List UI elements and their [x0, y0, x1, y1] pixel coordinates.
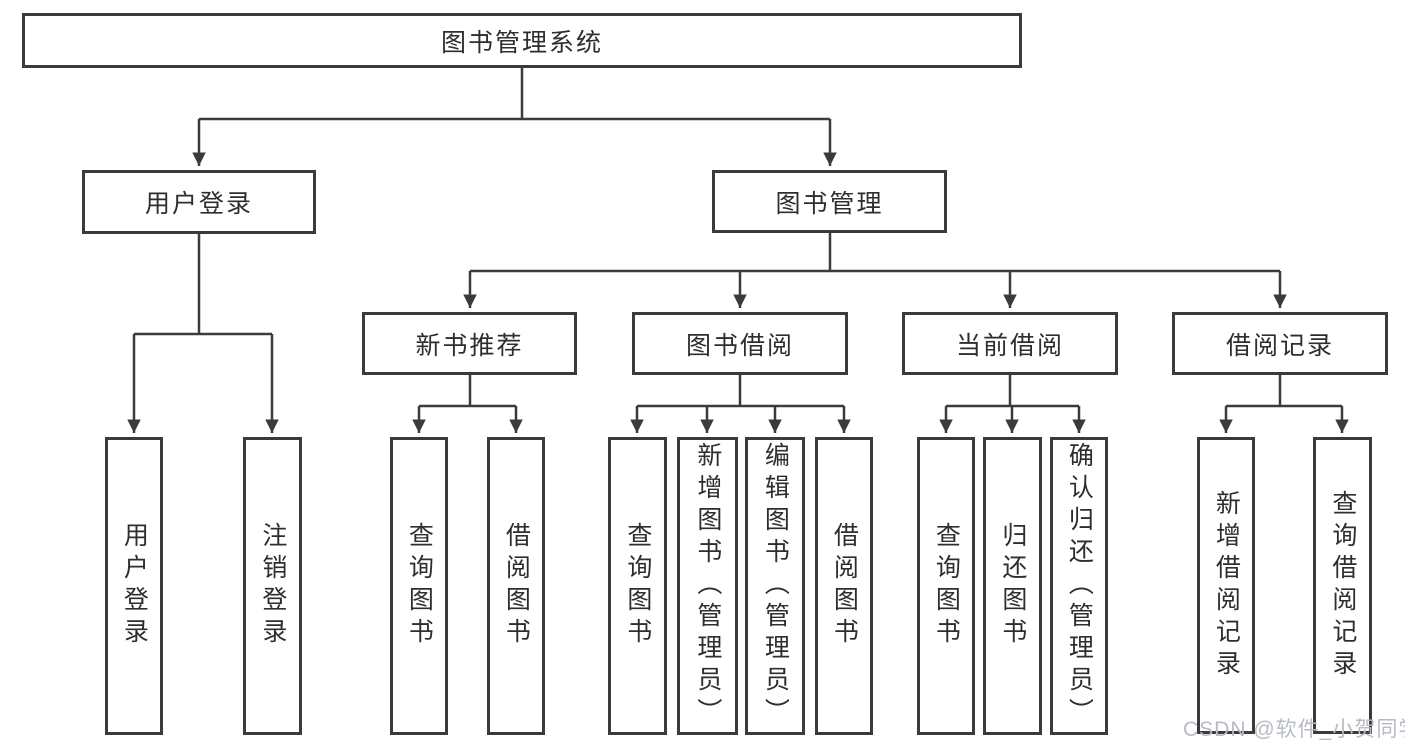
node-root: 图书管理系统 [22, 13, 1022, 68]
leaf-user-login: 用户登录 [105, 437, 163, 735]
node-new-book-recommend: 新书推荐 [362, 312, 577, 375]
leaf-add-borrow-record-label: 新增借阅记录 [1212, 489, 1241, 682]
leaf-query-books-3-label: 查询图书 [932, 522, 961, 650]
node-book-management-label: 图书管理 [775, 189, 884, 218]
leaf-confirm-return-admin: 确认归还（管理员） [1050, 437, 1108, 735]
node-current-borrow-label: 当前借阅 [955, 331, 1064, 360]
leaf-add-books-admin-label: 新增图书（管理员） [693, 442, 722, 730]
leaf-query-borrow-record: 查询借阅记录 [1313, 437, 1372, 734]
node-borrow-records-label: 借阅记录 [1225, 331, 1334, 360]
node-new-book-recommend-label: 新书推荐 [415, 331, 524, 360]
node-user-login-label: 用户登录 [144, 190, 253, 218]
node-root-label: 图书管理系统 [440, 28, 603, 57]
leaf-query-borrow-record-label: 查询借阅记录 [1328, 489, 1357, 682]
node-borrow-records: 借阅记录 [1172, 312, 1388, 375]
leaf-confirm-return-admin-label: 确认归还（管理员） [1065, 442, 1094, 730]
connector-spines [134, 68, 1342, 408]
leaf-query-books-3: 查询图书 [917, 437, 975, 735]
node-current-borrow: 当前借阅 [902, 312, 1118, 375]
leaf-logout-label: 注销登录 [258, 522, 287, 650]
leaf-query-books-1: 查询图书 [390, 437, 448, 735]
leaf-borrow-books-1: 借阅图书 [487, 437, 545, 735]
leaf-logout: 注销登录 [243, 437, 302, 735]
leaf-query-books-2-label: 查询图书 [623, 522, 652, 650]
leaf-query-books-1-label: 查询图书 [405, 522, 434, 650]
leaf-edit-books-admin-label: 编辑图书（管理员） [761, 442, 790, 730]
leaf-edit-books-admin: 编辑图书（管理员） [745, 437, 805, 735]
leaf-query-books-2: 查询图书 [608, 437, 667, 735]
leaf-borrow-books-1-label: 借阅图书 [502, 522, 531, 650]
leaf-borrow-books-2-label: 借阅图书 [830, 522, 859, 650]
leaf-return-books: 归还图书 [983, 437, 1042, 735]
leaf-add-borrow-record: 新增借阅记录 [1197, 437, 1255, 734]
leaf-borrow-books-2: 借阅图书 [815, 437, 873, 735]
node-book-borrow: 图书借阅 [632, 312, 848, 375]
watermark: CSDN @软件_小贺同学 [1183, 718, 1405, 741]
node-user-login: 用户登录 [82, 170, 316, 234]
leaf-add-books-admin: 新增图书（管理员） [677, 437, 738, 735]
leaf-return-books-label: 归还图书 [998, 522, 1027, 650]
node-book-management: 图书管理 [712, 170, 947, 233]
leaf-user-login-label: 用户登录 [120, 522, 149, 650]
node-book-borrow-label: 图书借阅 [685, 331, 794, 360]
